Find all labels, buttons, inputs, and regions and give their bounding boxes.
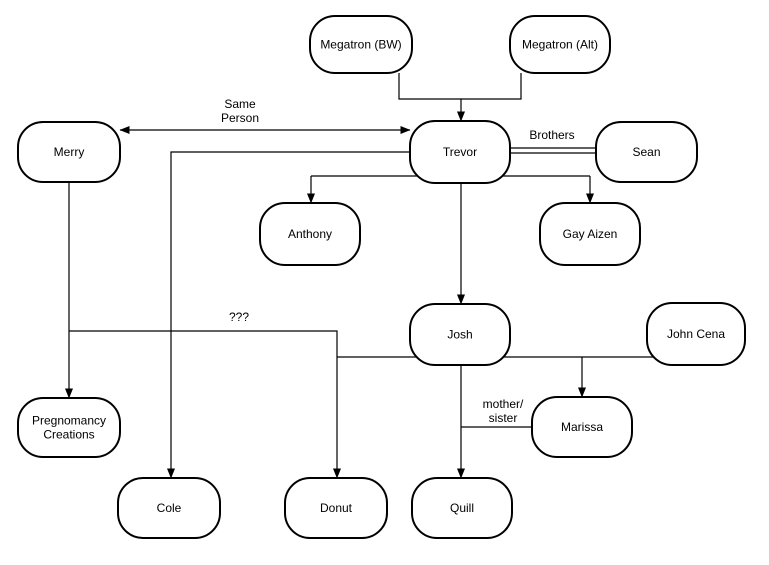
node-gay-aizen[interactable]: Gay Aizen xyxy=(539,202,641,266)
edge-label-mystery: ??? xyxy=(229,310,249,324)
node-label-line: Megatron (BW) xyxy=(320,38,401,52)
node-label-line: Merry xyxy=(54,145,85,159)
node-label-line: Gay Aizen xyxy=(563,227,618,241)
node-anthony[interactable]: Anthony xyxy=(259,202,361,266)
node-quill[interactable]: Quill xyxy=(411,477,513,539)
edge-merry-mystery-link[interactable] xyxy=(69,330,338,357)
node-label-line: John Cena xyxy=(667,327,725,341)
node-megatron-bw[interactable]: Megatron (BW) xyxy=(309,15,413,74)
edge-label-line: Brothers xyxy=(529,128,574,142)
node-label-quill: Quill xyxy=(450,501,474,515)
node-label-merry: Merry xyxy=(54,145,85,159)
edge-label-mother-sister: mother/sister xyxy=(483,397,524,425)
node-label-megatron-alt: Megatron (Alt) xyxy=(522,38,598,52)
node-trevor[interactable]: Trevor xyxy=(409,120,511,184)
node-label-gay-aizen: Gay Aizen xyxy=(563,227,618,241)
node-shape-donut[interactable] xyxy=(284,477,388,539)
node-shape-pregnomancy-creations[interactable] xyxy=(17,397,121,458)
node-shape-gay-aizen[interactable] xyxy=(539,202,641,266)
node-label-josh: Josh xyxy=(447,328,472,342)
node-label-line: Cole xyxy=(157,501,182,515)
node-label-line: Creations xyxy=(43,428,94,442)
node-shape-cole[interactable] xyxy=(117,477,221,539)
node-merry[interactable]: Merry xyxy=(17,121,121,183)
node-label-line: Donut xyxy=(320,501,353,515)
node-label-cole: Cole xyxy=(157,501,182,515)
edge-megatron-bw-to-junction[interactable] xyxy=(398,73,465,122)
edge-label-line: Same xyxy=(224,97,256,111)
edge-label-line: ??? xyxy=(229,310,249,324)
node-megatron-alt[interactable]: Megatron (Alt) xyxy=(509,15,611,74)
edge-label-brothers: Brothers xyxy=(529,128,574,142)
node-shape-trevor[interactable] xyxy=(409,120,511,184)
nodes-layer: Megatron (BW) Megatron (Alt) Merry Trevor Se… xyxy=(17,15,746,539)
node-label-line: Anthony xyxy=(288,227,332,241)
node-shape-marissa[interactable] xyxy=(531,396,633,458)
node-sean[interactable]: Sean xyxy=(595,121,698,183)
node-label-line: Marissa xyxy=(561,420,603,434)
node-josh[interactable]: Josh xyxy=(409,303,511,366)
node-label-trevor: Trevor xyxy=(443,145,477,159)
node-shape-merry[interactable] xyxy=(17,121,121,183)
node-shape-megatron-alt[interactable] xyxy=(509,15,611,74)
edge-label-line: sister xyxy=(489,411,518,425)
edge-label-line: mother/ xyxy=(483,397,524,411)
node-cole[interactable]: Cole xyxy=(117,477,221,539)
edge-megatron-alt-to-junction[interactable] xyxy=(461,73,522,100)
node-shape-megatron-bw[interactable] xyxy=(309,15,413,74)
node-label-line: Quill xyxy=(450,501,474,515)
node-label-line: Pregnomancy xyxy=(32,414,106,428)
node-john-cena[interactable]: John Cena xyxy=(646,302,746,366)
node-label-donut: Donut xyxy=(320,501,353,515)
node-shape-john-cena[interactable] xyxy=(646,302,746,366)
edge-trevor-to-cole[interactable] xyxy=(167,151,410,479)
node-label-marissa: Marissa xyxy=(561,420,603,434)
node-label-sean: Sean xyxy=(632,145,660,159)
node-label-line: Sean xyxy=(632,145,660,159)
node-marissa[interactable]: Marissa xyxy=(531,396,633,458)
node-label-line: Trevor xyxy=(443,145,477,159)
node-shape-quill[interactable] xyxy=(411,477,513,539)
node-donut[interactable]: Donut xyxy=(284,477,388,539)
node-label-john-cena: John Cena xyxy=(667,327,725,341)
node-label-anthony: Anthony xyxy=(288,227,332,241)
node-label-megatron-bw: Megatron (BW) xyxy=(320,38,401,52)
node-label-line: Megatron (Alt) xyxy=(522,38,598,52)
node-shape-sean[interactable] xyxy=(595,121,698,183)
node-shape-anthony[interactable] xyxy=(259,202,361,266)
edge-label-line: Person xyxy=(221,111,259,125)
node-label-line: Josh xyxy=(447,328,472,342)
node-shape-josh[interactable] xyxy=(409,303,511,366)
